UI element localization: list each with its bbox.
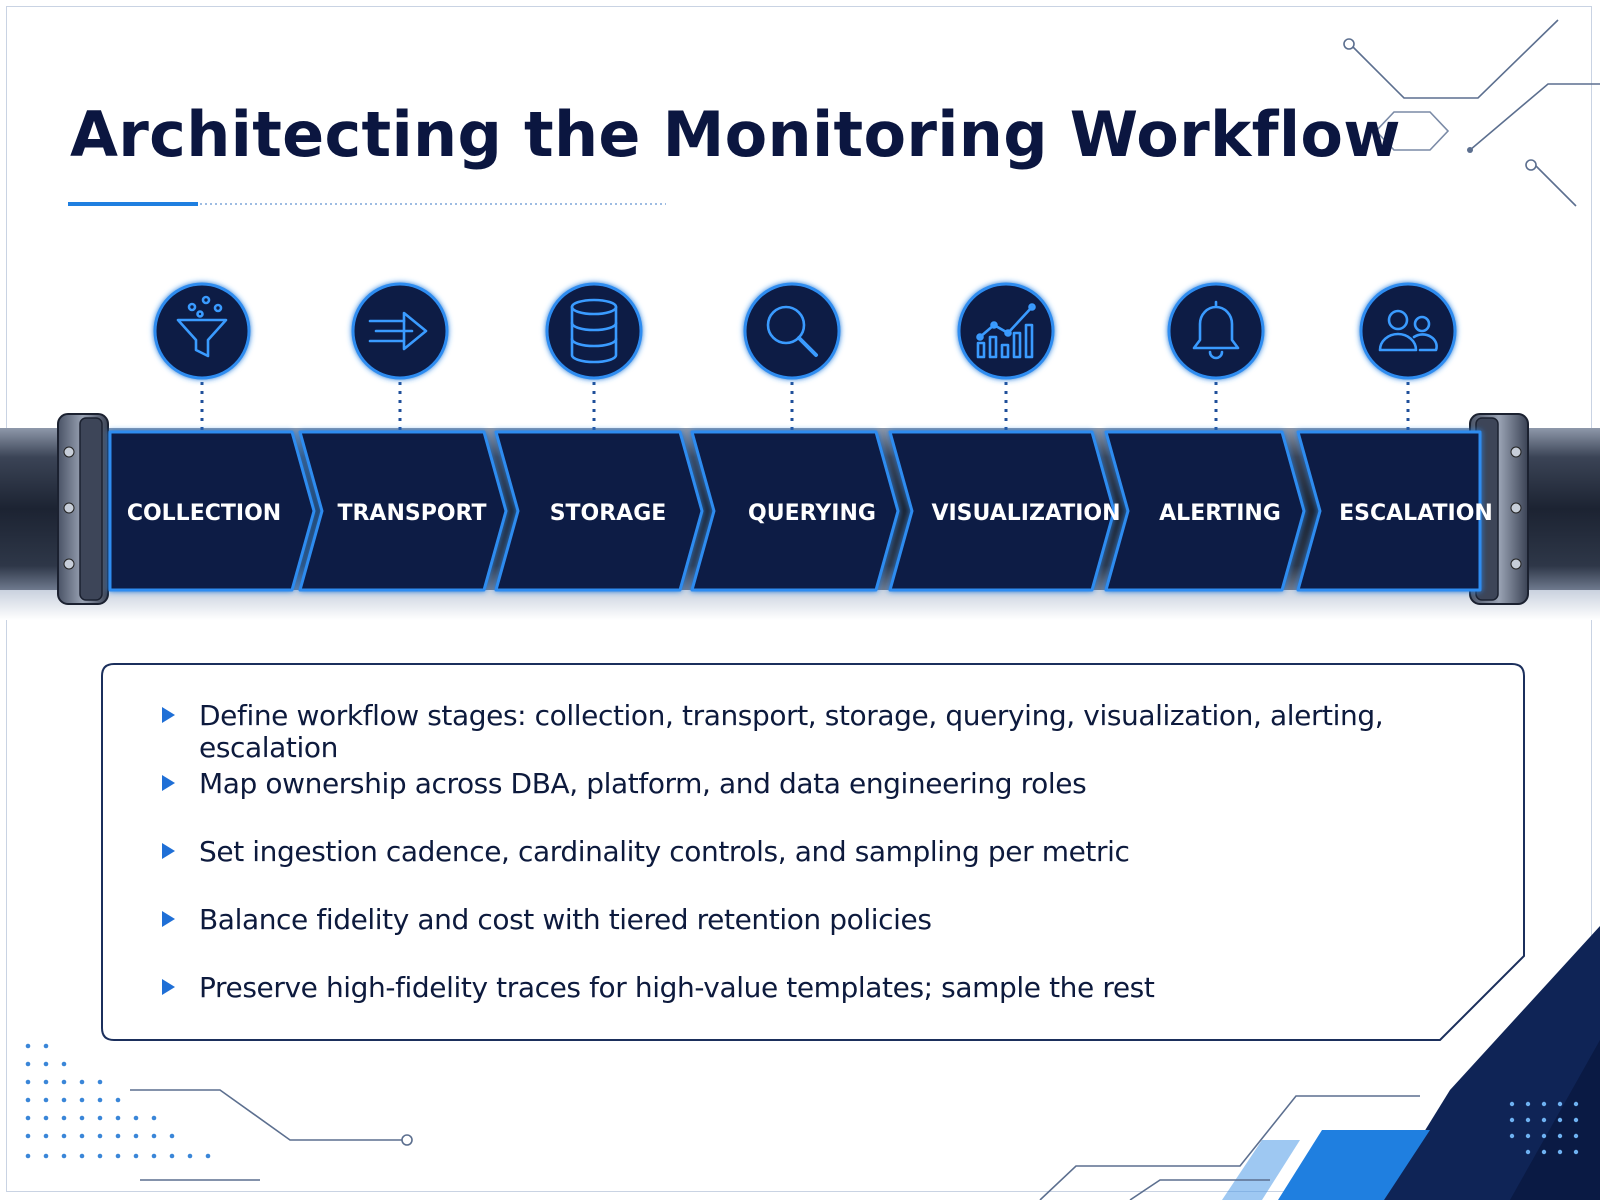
stage-label-escalation: ESCALATION bbox=[1339, 501, 1493, 526]
stage-chevron-transport bbox=[298, 430, 508, 592]
list-item: Preserve high-fidelity traces for high-v… bbox=[162, 972, 1486, 1040]
bullet-text: Define workflow stages: collection, tran… bbox=[199, 699, 1384, 764]
stage-label-visualization: VISUALIZATION bbox=[931, 501, 1120, 526]
stage-label-querying: QUERYING bbox=[748, 501, 876, 526]
stage-chevron-alerting bbox=[1104, 430, 1306, 592]
bullet-panel: Define workflow stages: collection, tran… bbox=[100, 662, 1526, 1042]
database-icon bbox=[570, 298, 618, 364]
list-item: Map ownership across DBA, platform, and … bbox=[162, 768, 1486, 836]
stage-chevron-escalation bbox=[1296, 430, 1482, 592]
stage-chevron-querying bbox=[690, 430, 900, 592]
bullet-list: Define workflow stages: collection, tran… bbox=[162, 700, 1486, 1040]
pipe-flange-left bbox=[57, 413, 109, 605]
stage-chevron-storage bbox=[494, 430, 704, 592]
dot-grid-right bbox=[1509, 1101, 1579, 1155]
page-title: Architecting the Monitoring Workflow bbox=[70, 98, 1401, 171]
magnifier-icon bbox=[766, 305, 818, 357]
triangle-bullet-icon bbox=[162, 911, 175, 927]
funnel-icon bbox=[176, 295, 228, 358]
arrow-right-icon bbox=[368, 311, 428, 351]
list-item: Define workflow stages: collection, tran… bbox=[162, 700, 1486, 768]
stage-label-transport: TRANSPORT bbox=[337, 501, 486, 526]
list-item: Set ingestion cadence, cardinality contr… bbox=[162, 836, 1486, 904]
bullet-text: Set ingestion cadence, cardinality contr… bbox=[199, 835, 1130, 868]
stage-label-alerting: ALERTING bbox=[1159, 501, 1281, 526]
list-item: Balance fidelity and cost with tiered re… bbox=[162, 904, 1486, 972]
bullet-text: Preserve high-fidelity traces for high-v… bbox=[199, 971, 1155, 1004]
bullet-text: Balance fidelity and cost with tiered re… bbox=[199, 903, 932, 936]
users-icon bbox=[1378, 309, 1438, 352]
bell-icon bbox=[1192, 300, 1240, 360]
stage-label-collection: COLLECTION bbox=[127, 501, 281, 526]
bullet-panel-border bbox=[101, 663, 1525, 1041]
triangle-bullet-icon bbox=[162, 775, 175, 791]
bullet-text: Map ownership across DBA, platform, and … bbox=[199, 767, 1087, 800]
triangle-bullet-icon bbox=[162, 843, 175, 859]
stage-label-storage: STORAGE bbox=[550, 501, 667, 526]
bar-chart-icon bbox=[976, 303, 1036, 359]
stage-chevron-collection bbox=[108, 430, 316, 592]
triangle-bullet-icon bbox=[162, 707, 175, 723]
triangle-bullet-icon bbox=[162, 979, 175, 995]
dot-grid-left bbox=[25, 1043, 211, 1159]
stage-chevron-visualization bbox=[888, 430, 1116, 592]
